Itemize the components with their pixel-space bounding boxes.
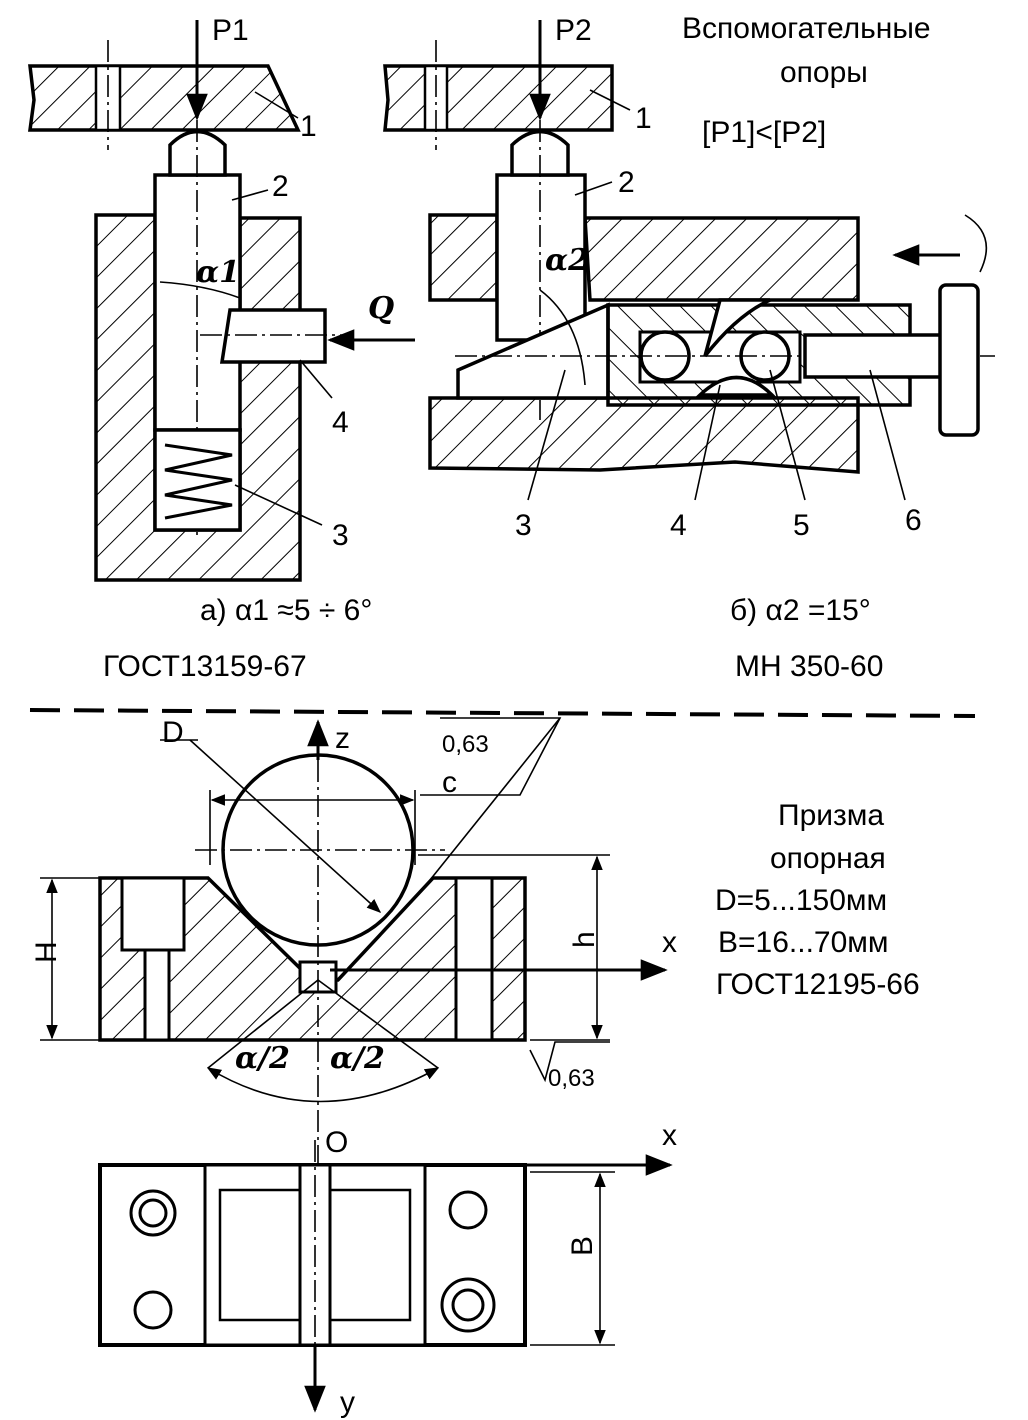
header-relation: [P1]<[P2] xyxy=(702,116,826,149)
label-alpha2: α2 xyxy=(545,243,589,278)
prism-title-line1: Призма xyxy=(778,799,884,832)
label-angle-right: α/2 xyxy=(330,1041,385,1076)
caption-b: б) α2 =15° xyxy=(730,594,871,627)
label-q: Q xyxy=(368,291,394,326)
label-d: D xyxy=(162,716,184,749)
header-title-line2: опоры xyxy=(780,56,868,89)
label-b-6: 6 xyxy=(905,504,922,537)
hole-bottom-right xyxy=(440,1277,496,1333)
plunger-a-tip xyxy=(168,129,227,177)
spring xyxy=(164,443,233,520)
figure-a xyxy=(28,20,415,582)
hole-bottom-left xyxy=(133,1290,173,1330)
label-a-4: 4 xyxy=(332,406,349,439)
standard-b: МН 350-60 xyxy=(735,650,883,683)
label-origin: O xyxy=(325,1126,348,1159)
label-c: c xyxy=(442,766,457,799)
prism-title-line2: опорная xyxy=(770,842,886,875)
label-b-1: 1 xyxy=(635,102,652,135)
label-p1: P1 xyxy=(212,14,249,47)
label-z: z xyxy=(335,722,350,755)
handwheel xyxy=(938,283,980,437)
label-a-3: 3 xyxy=(332,519,349,552)
label-h-upper: H xyxy=(30,941,63,963)
label-a-1: 1 xyxy=(300,110,317,143)
hole-top-right xyxy=(448,1190,488,1230)
header-title-line1: Вспомогательные xyxy=(682,12,931,45)
label-x-front: x xyxy=(662,926,677,959)
label-b-3: 3 xyxy=(515,509,532,542)
workpiece-a xyxy=(28,64,301,132)
workpiece-b xyxy=(383,64,614,132)
label-b-5: 5 xyxy=(793,509,810,542)
prism-front-view xyxy=(40,717,668,1165)
housing-b-left xyxy=(428,213,499,302)
caption-a: а) α1 ≈5 ÷ 6° xyxy=(200,594,372,627)
prism-spec-d: D=5...150мм xyxy=(715,884,887,917)
wedge-a xyxy=(219,308,327,364)
figure-b xyxy=(383,20,995,501)
label-p2: P2 xyxy=(555,14,592,47)
separator-line xyxy=(29,708,976,718)
label-roughness-top: 0,63 xyxy=(442,731,489,758)
label-a-2: 2 xyxy=(272,170,289,203)
label-h-lower: h xyxy=(568,931,601,948)
housing-b-top xyxy=(583,216,860,302)
standard-a: ГОСТ13159-67 xyxy=(103,650,307,683)
prism-spec-b: B=16...70мм xyxy=(718,926,889,959)
prism-plan-view xyxy=(98,1140,673,1413)
label-alpha1: α1 xyxy=(196,255,240,290)
label-b-4: 4 xyxy=(670,509,687,542)
label-b-2: 2 xyxy=(618,166,635,199)
label-roughness-bottom: 0,63 xyxy=(548,1065,595,1092)
plunger-b xyxy=(495,173,587,342)
hole-top-left xyxy=(129,1189,177,1237)
prism-body xyxy=(98,876,527,1042)
label-y: y xyxy=(340,1386,355,1419)
label-b: B xyxy=(566,1236,599,1256)
label-angle-left: α/2 xyxy=(235,1041,290,1076)
screw xyxy=(803,333,947,379)
label-x-plan: x xyxy=(662,1119,677,1152)
prism-standard: ГОСТ12195-66 xyxy=(716,968,920,1001)
